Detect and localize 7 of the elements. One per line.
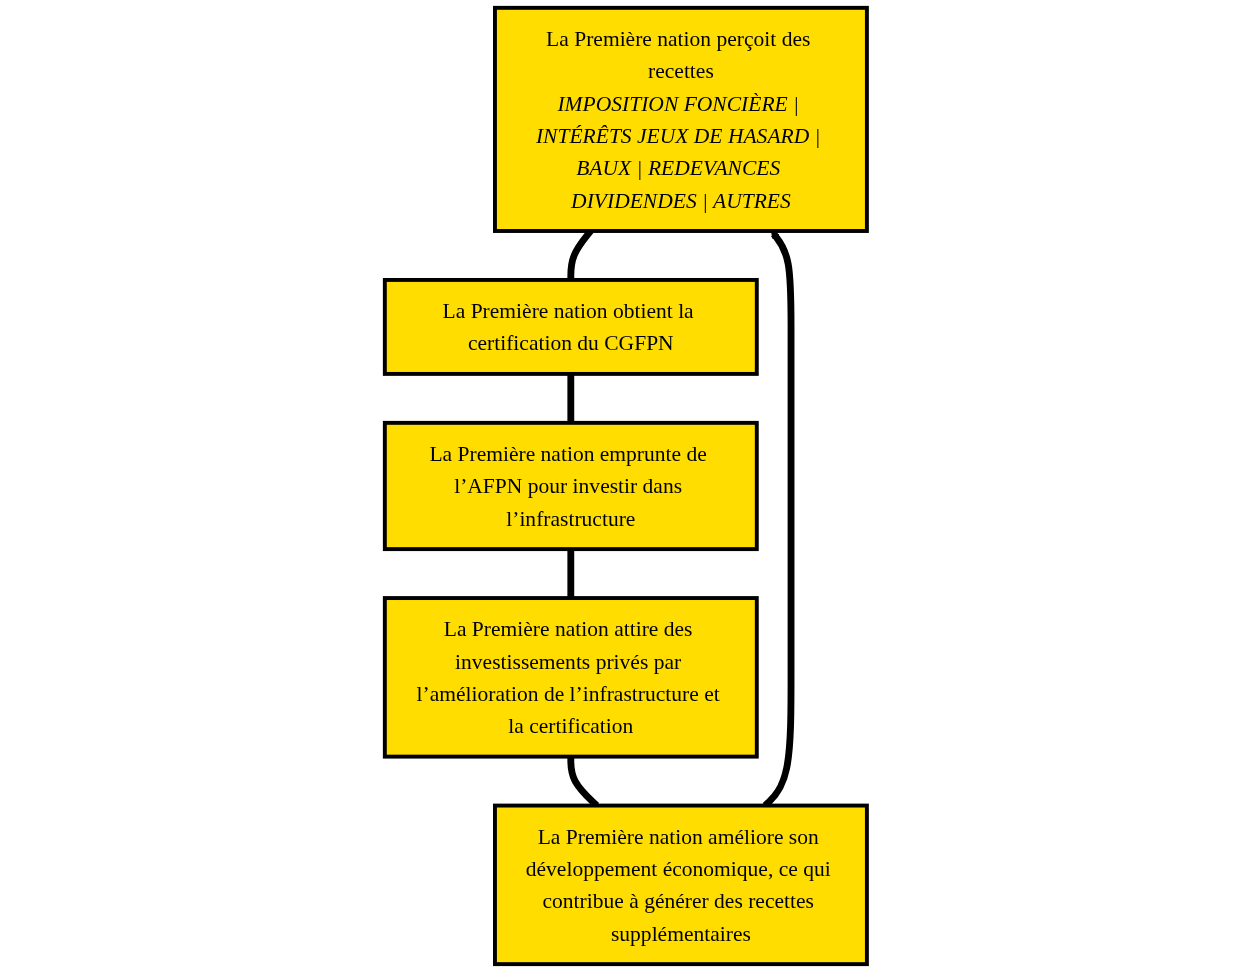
connector [567,549,574,599]
node-box: La Première nation attire des investissements privés par l’amélioration de l’infrastructure et la certification [382,596,759,759]
node-box: La Première nation obtient la certification du CGFPN [382,278,759,376]
node-box: La Première nation emprunte de l’AFPN pour investir dans l’infrastructure [382,420,759,552]
node-box: La Première nation améliore son développement économique, ce qui contribue à générer des recettes supplémentaires [492,803,869,967]
connector [567,373,574,423]
node-box: La Première nation perçoit des recettes IMPOSITION FONCIÈRE | INTÉRÊTS JEUX DE HASARD | BAUX | REDEVANCES DIVIDENDES | AUTRES [492,5,869,233]
